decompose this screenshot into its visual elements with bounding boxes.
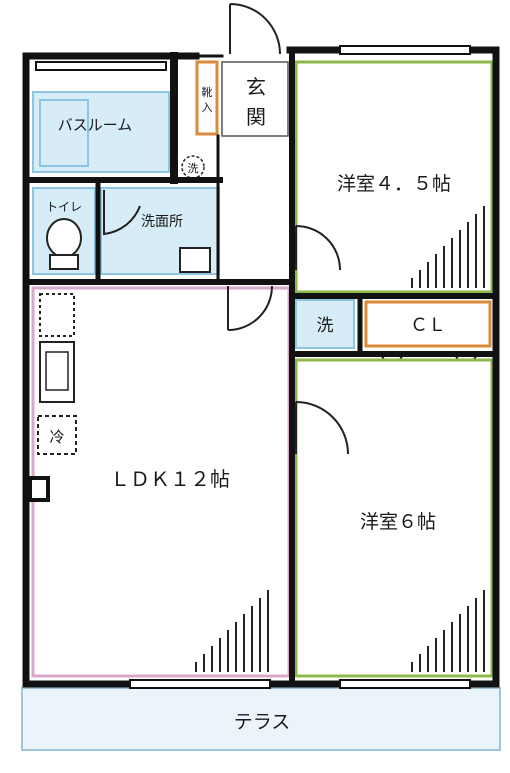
bathtub bbox=[39, 99, 89, 167]
western-small-door bbox=[295, 225, 341, 271]
washbasin bbox=[179, 247, 211, 273]
western-large-door bbox=[295, 401, 349, 455]
bathroom-area bbox=[32, 91, 170, 173]
washer-area bbox=[295, 299, 355, 349]
washroom-door bbox=[103, 190, 141, 236]
shoe-box bbox=[195, 60, 219, 136]
terrace-area bbox=[21, 687, 501, 751]
closet-area bbox=[364, 300, 492, 348]
toilet-label: トイレ bbox=[46, 200, 82, 214]
fridge-space bbox=[37, 415, 77, 455]
entrance-area bbox=[221, 61, 289, 137]
western-room-large-label: 洋室６帖 bbox=[360, 511, 436, 533]
western-large-window-hatch bbox=[411, 590, 485, 672]
washer-small-label: 洗 bbox=[188, 162, 199, 175]
entry-door bbox=[229, 3, 281, 55]
ldk-area bbox=[31, 286, 291, 678]
closet-label: ＣＬ bbox=[410, 315, 446, 336]
kitchen-stove bbox=[39, 293, 75, 337]
entrance-label-2: 関 bbox=[246, 105, 266, 129]
western-small-window-hatch bbox=[411, 206, 485, 288]
bathroom-label: バスルーム bbox=[58, 116, 133, 134]
shoe-box-label-2: 入 bbox=[202, 101, 213, 114]
kitchen-sink-bowl bbox=[45, 351, 69, 391]
terrace-label: テラス bbox=[234, 711, 291, 733]
toilet-tank bbox=[49, 254, 79, 270]
ldk-label: ＬＤＫ１２帖 bbox=[110, 467, 230, 491]
washroom-label: 洗面所 bbox=[141, 214, 183, 230]
washer-label: 洗 bbox=[317, 316, 334, 336]
shoe-box-label-1: 靴 bbox=[202, 85, 213, 99]
ldk-window-hatch bbox=[195, 590, 269, 672]
toilet-fixture bbox=[46, 218, 82, 258]
ldk-column bbox=[28, 476, 50, 502]
entrance-label-1: 玄 bbox=[246, 75, 266, 99]
ldk-door bbox=[227, 285, 273, 331]
washroom-area bbox=[100, 187, 220, 275]
fridge-label: 冷 bbox=[49, 428, 64, 446]
western-room-small-label: 洋室４．５帖 bbox=[337, 173, 451, 195]
windows bbox=[35, 45, 471, 689]
